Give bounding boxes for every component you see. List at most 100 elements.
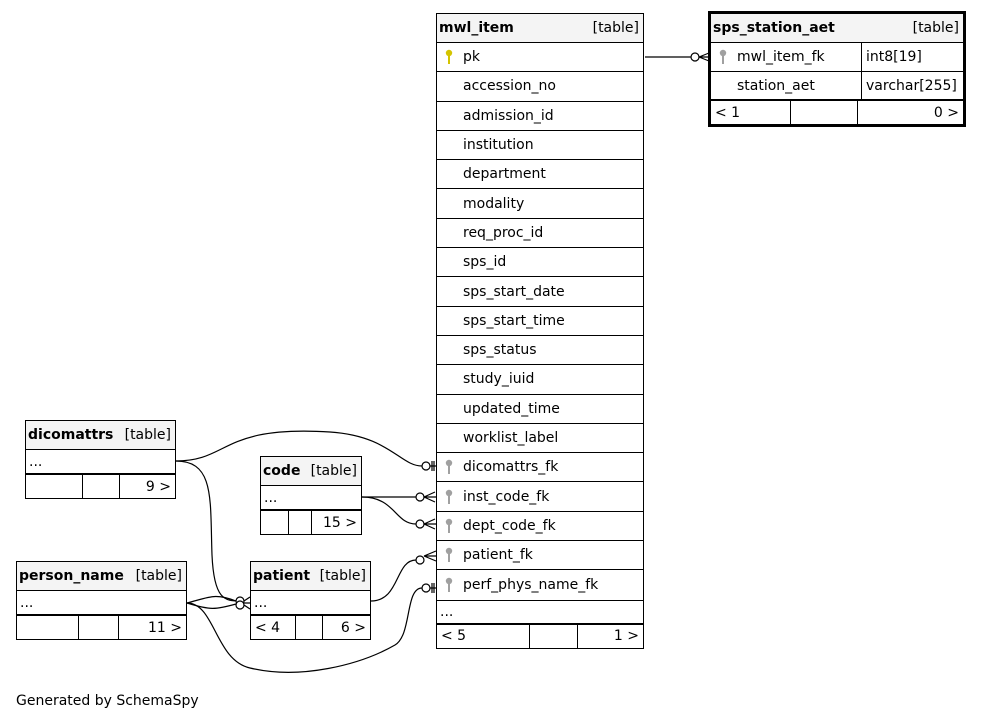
table-kind: [table] <box>135 568 182 584</box>
footer-parents[interactable]: < 1 <box>711 101 791 124</box>
foreign-key-icon <box>437 547 461 563</box>
footer-children[interactable]: 1 > <box>613 628 639 645</box>
column-row[interactable]: station_aet varchar[255] <box>711 72 963 100</box>
column-name: updated_time <box>463 400 560 417</box>
footer-children[interactable]: 11 > <box>148 619 182 636</box>
column-row[interactable]: sps_start_time <box>437 307 643 336</box>
foreign-key-icon <box>437 489 461 505</box>
generated-by-text: Generated by SchemaSpy <box>16 693 199 709</box>
column-row[interactable]: sps_status <box>437 336 643 366</box>
column-row[interactable]: worklist_label <box>437 424 643 454</box>
table-kind: [table] <box>310 463 357 479</box>
footer-children[interactable]: 6 > <box>340 619 366 636</box>
column-name: patient_fk <box>463 547 533 564</box>
table-footer: 11 > <box>17 615 186 639</box>
column-name: sps_status <box>463 342 537 359</box>
footer-parents[interactable] <box>17 616 79 639</box>
column-name: admission_id <box>463 107 554 124</box>
table-footer: 9 > <box>26 474 175 498</box>
ellipsis-row: ... <box>17 591 186 615</box>
edge-code-dept <box>361 496 417 525</box>
edge-person-patient-1 <box>186 595 237 604</box>
table-header: patient [table] <box>251 562 370 591</box>
column-name: sps_start_date <box>463 283 565 300</box>
column-name: station_aet <box>737 77 815 94</box>
foreign-key-icon <box>437 518 461 534</box>
footer-mid <box>530 624 578 648</box>
table-kind: [table] <box>319 568 366 584</box>
column-row[interactable]: study_iuid <box>437 365 643 395</box>
column-name: req_proc_id <box>463 224 544 241</box>
primary-key-icon <box>437 49 461 65</box>
footer-parents[interactable] <box>26 475 83 498</box>
footer-parents[interactable]: < 4 <box>251 616 296 639</box>
table-name: dicomattrs <box>28 427 114 443</box>
ellipsis-row: ... <box>261 486 361 510</box>
column-name: perf_phys_name_fk <box>463 576 599 593</box>
column-name: mwl_item_fk <box>737 49 825 65</box>
column-row[interactable]: department <box>437 160 643 190</box>
column-row[interactable]: sps_start_date <box>437 277 643 307</box>
table-header: code [table] <box>261 457 361 486</box>
table-patient[interactable]: patient [table] ... < 4 6 > <box>250 561 371 640</box>
edge-dicomattrs-patient <box>175 460 241 602</box>
table-name: code <box>263 463 301 479</box>
column-row[interactable]: perf_phys_name_fk <box>437 570 643 599</box>
column-row[interactable]: patient_fk <box>437 541 643 571</box>
column-row[interactable]: req_proc_id <box>437 219 643 249</box>
table-mwl-item[interactable]: mwl_item [table] pk accession_no admission… <box>436 13 644 649</box>
column-row[interactable]: pk <box>437 43 643 73</box>
column-row[interactable]: institution <box>437 131 643 161</box>
table-person-name[interactable]: person_name [table] ... 11 > <box>16 561 187 640</box>
table-header: dicomattrs [table] <box>26 421 175 450</box>
column-type: varchar[255] <box>861 72 963 99</box>
footer-children[interactable]: 9 > <box>145 478 171 495</box>
edge-person-perf <box>186 587 423 673</box>
table-kind: [table] <box>912 20 959 36</box>
column-name: sps_id <box>463 254 507 271</box>
column-row[interactable]: dept_code_fk <box>437 512 643 542</box>
footer-mid <box>79 616 119 639</box>
table-name: mwl_item <box>439 20 514 36</box>
edge-person-patient-2 <box>186 602 237 609</box>
table-footer: 15 > <box>261 510 361 534</box>
footer-mid <box>791 101 858 124</box>
foreign-key-icon <box>437 577 461 593</box>
footer-parents[interactable]: < 5 <box>437 624 530 648</box>
footer-mid <box>289 511 312 534</box>
column-row[interactable]: mwl_item_fk int8[19] <box>711 43 963 72</box>
column-row[interactable]: accession_no <box>437 72 643 102</box>
column-name: department <box>463 166 546 183</box>
table-sps-station-aet[interactable]: sps_station_aet [table] mwl_item_fk int8… <box>708 11 966 127</box>
edge-dicomattrs <box>175 430 423 467</box>
column-row[interactable]: sps_id <box>437 248 643 278</box>
column-row[interactable]: inst_code_fk <box>437 482 643 512</box>
column-row[interactable]: updated_time <box>437 395 643 424</box>
column-row[interactable]: modality <box>437 189 643 219</box>
column-name: institution <box>463 137 534 154</box>
table-kind: [table] <box>124 427 171 443</box>
table-footer: < 4 6 > <box>251 615 370 639</box>
column-name: dept_code_fk <box>463 517 556 534</box>
table-footer: < 1 0 > <box>711 100 963 124</box>
footer-children[interactable]: 15 > <box>323 514 357 531</box>
table-footer: < 5 1 > <box>437 623 643 648</box>
column-name: modality <box>463 195 525 212</box>
footer-children[interactable]: 0 > <box>933 104 959 121</box>
footer-mid <box>83 475 120 498</box>
column-name: pk <box>463 49 480 66</box>
table-header: mwl_item [table] <box>437 14 643 43</box>
column-row[interactable]: admission_id <box>437 102 643 131</box>
table-dicomattrs[interactable]: dicomattrs [table] ... 9 > <box>25 420 176 499</box>
column-row[interactable]: dicomattrs_fk <box>437 453 643 483</box>
footer-parents[interactable] <box>261 511 289 534</box>
table-name: patient <box>253 568 311 584</box>
column-name: worklist_label <box>463 430 559 446</box>
column-name: study_iuid <box>463 371 535 388</box>
table-code[interactable]: code [table] ... 15 > <box>260 456 362 535</box>
table-name: person_name <box>19 568 124 584</box>
table-header: sps_station_aet [table] <box>711 14 963 43</box>
column-type: int8[19] <box>861 43 963 71</box>
